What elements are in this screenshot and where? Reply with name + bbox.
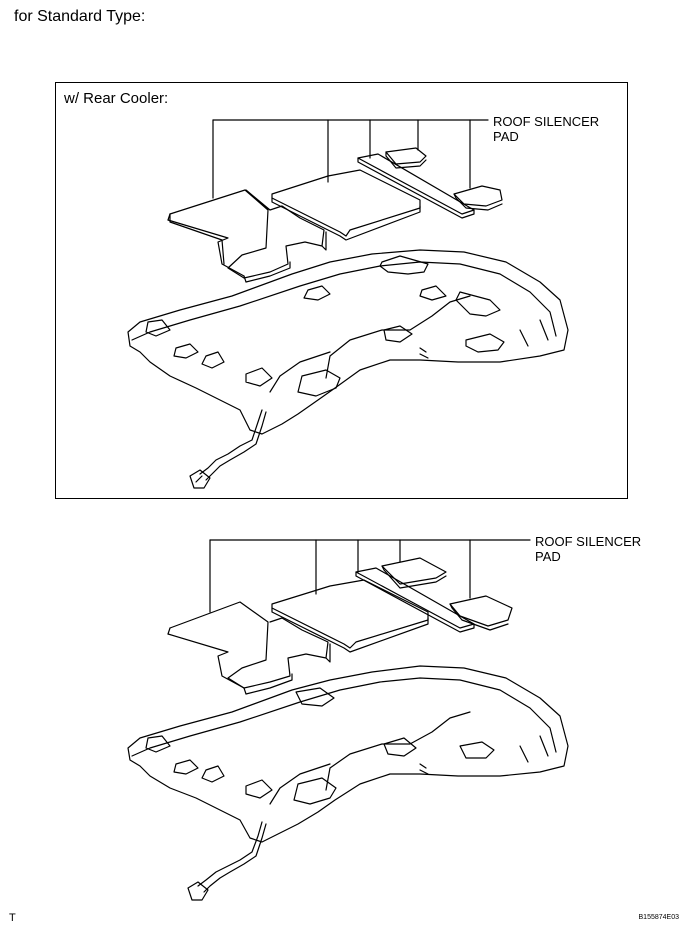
callout-line-1: ROOF SILENCER	[493, 114, 600, 129]
callout-line-1: ROOF SILENCER	[535, 534, 642, 549]
page-heading: for Standard Type:	[14, 8, 146, 25]
silencer-pad-side-top	[453, 185, 503, 211]
headliner-top	[127, 249, 569, 489]
rear-cooler-panel: w/ Rear Cooler:	[55, 82, 628, 499]
panel-title: w/ Rear Cooler:	[64, 90, 169, 107]
silencer-strip-top	[357, 153, 475, 219]
silencer-pad-side-bottom	[449, 595, 513, 631]
callout-roof-silencer-pad-top: ROOF SILENCER PAD	[493, 114, 599, 144]
silencer-pad-small-rear-bottom	[381, 557, 447, 589]
leader-lines-top	[212, 119, 489, 199]
silencer-pad-middle-bottom	[271, 579, 429, 653]
leader-lines-bottom	[209, 539, 531, 613]
silencer-strip-bottom	[355, 567, 475, 633]
callout-line-2: PAD	[535, 549, 561, 564]
silencer-pad-middle-top	[271, 169, 421, 241]
silencer-pad-large-front-top	[167, 189, 327, 283]
callout-roof-silencer-pad-bottom: ROOF SILENCER PAD	[535, 534, 641, 564]
callout-line-2: PAD	[493, 129, 519, 144]
silencer-pad-small-rear-top	[385, 147, 427, 169]
footer-code-left: T	[9, 912, 16, 924]
headliner-bottom	[127, 665, 569, 901]
figure-id: B155874E03	[638, 914, 679, 921]
silencer-pad-large-front-bottom	[167, 601, 331, 695]
